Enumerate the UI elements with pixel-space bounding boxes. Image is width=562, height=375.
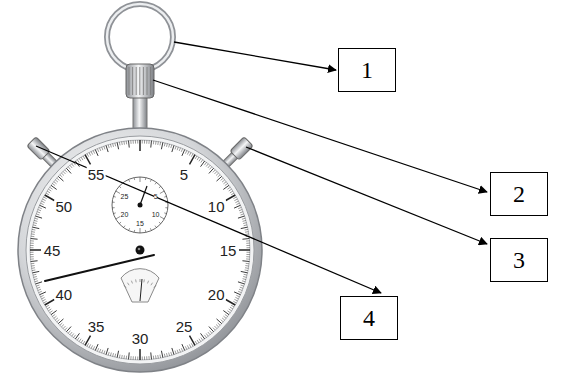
dial-ticks	[30, 140, 250, 360]
leader-line	[153, 80, 487, 192]
subdial-number: 5	[154, 193, 158, 200]
bow-ring-highlight	[107, 4, 173, 70]
callout-box: 4	[340, 296, 398, 340]
watch-case	[18, 128, 262, 372]
callout-number: 4	[363, 305, 375, 332]
dial-number: 45	[43, 243, 62, 258]
hand-pivot	[136, 246, 145, 255]
bezel	[26, 136, 254, 364]
callout-box: 1	[338, 48, 396, 92]
lower-window	[121, 269, 159, 302]
subdial-number: 25	[121, 193, 129, 200]
subdial-number: 20	[121, 211, 129, 218]
callout-number: 3	[513, 247, 525, 274]
minute-subdial	[112, 177, 168, 233]
dial-number: 20	[207, 287, 226, 302]
subdial-ticks	[112, 177, 168, 233]
dial-number: 55	[87, 166, 106, 181]
bow-ring	[107, 4, 173, 70]
dial-number: 30	[131, 331, 150, 346]
winding-crown	[126, 64, 154, 98]
subdial-pivot	[138, 203, 143, 208]
leader-line	[246, 147, 487, 244]
dial-face	[30, 140, 250, 360]
callout-number: 2	[513, 181, 525, 208]
subdial-number: 15	[136, 220, 144, 227]
seconds-hand	[45, 255, 154, 281]
pivot-highlight	[138, 248, 141, 251]
dial-number: 5	[179, 166, 189, 181]
callout-number: 1	[361, 57, 373, 84]
callout-box: 3	[490, 238, 548, 282]
dial-number: 15	[219, 243, 238, 258]
crown-knurl	[129, 67, 151, 95]
window-needle	[140, 279, 142, 301]
subdial-number: 10	[152, 211, 160, 218]
callout-box: 2	[490, 172, 548, 216]
crown-stem	[133, 96, 147, 132]
dial-number: 50	[54, 199, 73, 214]
dial-number: 35	[87, 319, 106, 334]
subdial-hand	[140, 186, 147, 205]
dial-number: 40	[54, 287, 73, 302]
window-ticks	[124, 279, 156, 288]
leader-line	[174, 42, 336, 70]
dial-number: 10	[207, 199, 226, 214]
leader-line	[36, 146, 381, 293]
dial-number: 25	[175, 319, 194, 334]
